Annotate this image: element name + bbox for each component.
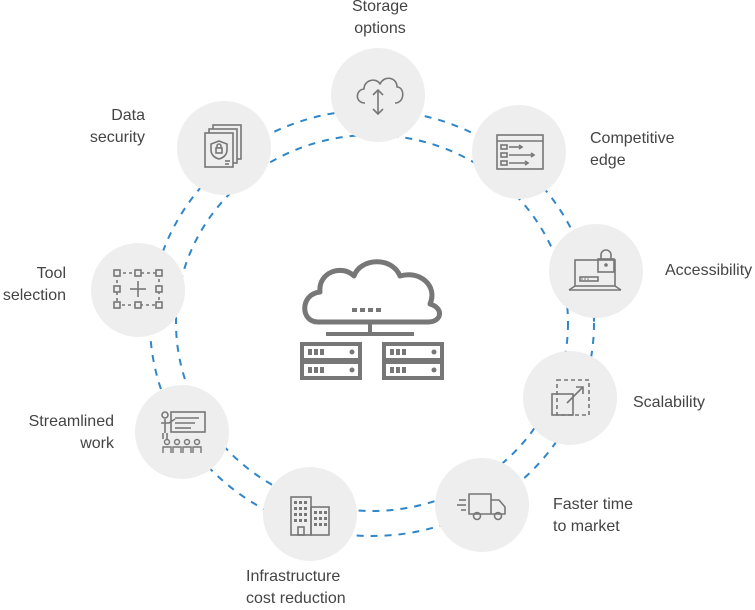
benefit-label-line: cost reduction xyxy=(246,590,346,607)
benefit-label-line: Streamlined xyxy=(28,413,114,430)
cloud-server-icon xyxy=(300,259,444,380)
benefit-node-storage-options xyxy=(331,48,425,142)
benefit-label-line: Tool xyxy=(36,265,66,282)
benefit-label-line: Storage xyxy=(351,0,409,15)
benefit-label-line: Scalability xyxy=(633,394,706,411)
benefit-node-infrastructure-cost-reduction xyxy=(263,467,357,561)
team-presentation-icon xyxy=(161,411,206,453)
benefit-label-line: work xyxy=(80,435,114,452)
office-building-icon xyxy=(290,496,330,536)
benefit-label-competitive-edge: Competitive edge xyxy=(590,128,674,172)
benefit-label-line: edge xyxy=(590,152,626,169)
cloud-upload-icon xyxy=(356,77,404,115)
benefit-label-line: options xyxy=(354,20,406,37)
benefit-node-competitive-edge xyxy=(472,105,566,199)
benefit-label-line: Data xyxy=(111,107,145,124)
benefit-label-line: Infrastructure xyxy=(246,568,341,585)
benefit-node-streamlined-work xyxy=(135,385,229,479)
benefit-node-faster-time-to-market xyxy=(435,458,529,552)
benefit-label-accessibility: Accessibility xyxy=(665,260,752,282)
secure-documents-icon xyxy=(204,124,242,168)
laptop-lock-icon xyxy=(568,249,622,291)
benefit-label-line: Faster time xyxy=(553,496,634,513)
benefit-label-storage-options: Storage options xyxy=(350,0,410,40)
benefit-node-tool-selection xyxy=(91,243,185,337)
benefit-node-scalability xyxy=(523,351,617,445)
benefit-label-infrastructure-cost-reduction: Infrastructure cost reduction xyxy=(246,566,346,610)
benefit-label-streamlined-work: Streamlined work xyxy=(22,411,114,455)
benefit-label-tool-selection: Tool selection xyxy=(0,263,66,307)
benefit-node-data-security xyxy=(177,101,271,195)
benefit-label-scalability: Scalability xyxy=(633,392,705,414)
delivery-truck-icon xyxy=(457,493,506,521)
benefit-label-line: selection xyxy=(2,287,66,304)
benefit-label-line: Accessibility xyxy=(665,262,753,279)
benefit-label-line: to market xyxy=(553,518,620,535)
benefit-label-faster-time-to-market: Faster time to market xyxy=(553,494,633,538)
benefit-label-line: Competitive xyxy=(590,130,675,147)
benefit-node-accessibility xyxy=(549,224,643,318)
ring-inner xyxy=(175,134,569,512)
process-window-icon xyxy=(496,134,544,170)
benefit-label-data-security: Data security xyxy=(84,105,145,149)
scale-arrow-icon xyxy=(551,379,590,416)
benefit-label-line: security xyxy=(89,129,145,146)
selection-tool-icon xyxy=(113,269,163,309)
